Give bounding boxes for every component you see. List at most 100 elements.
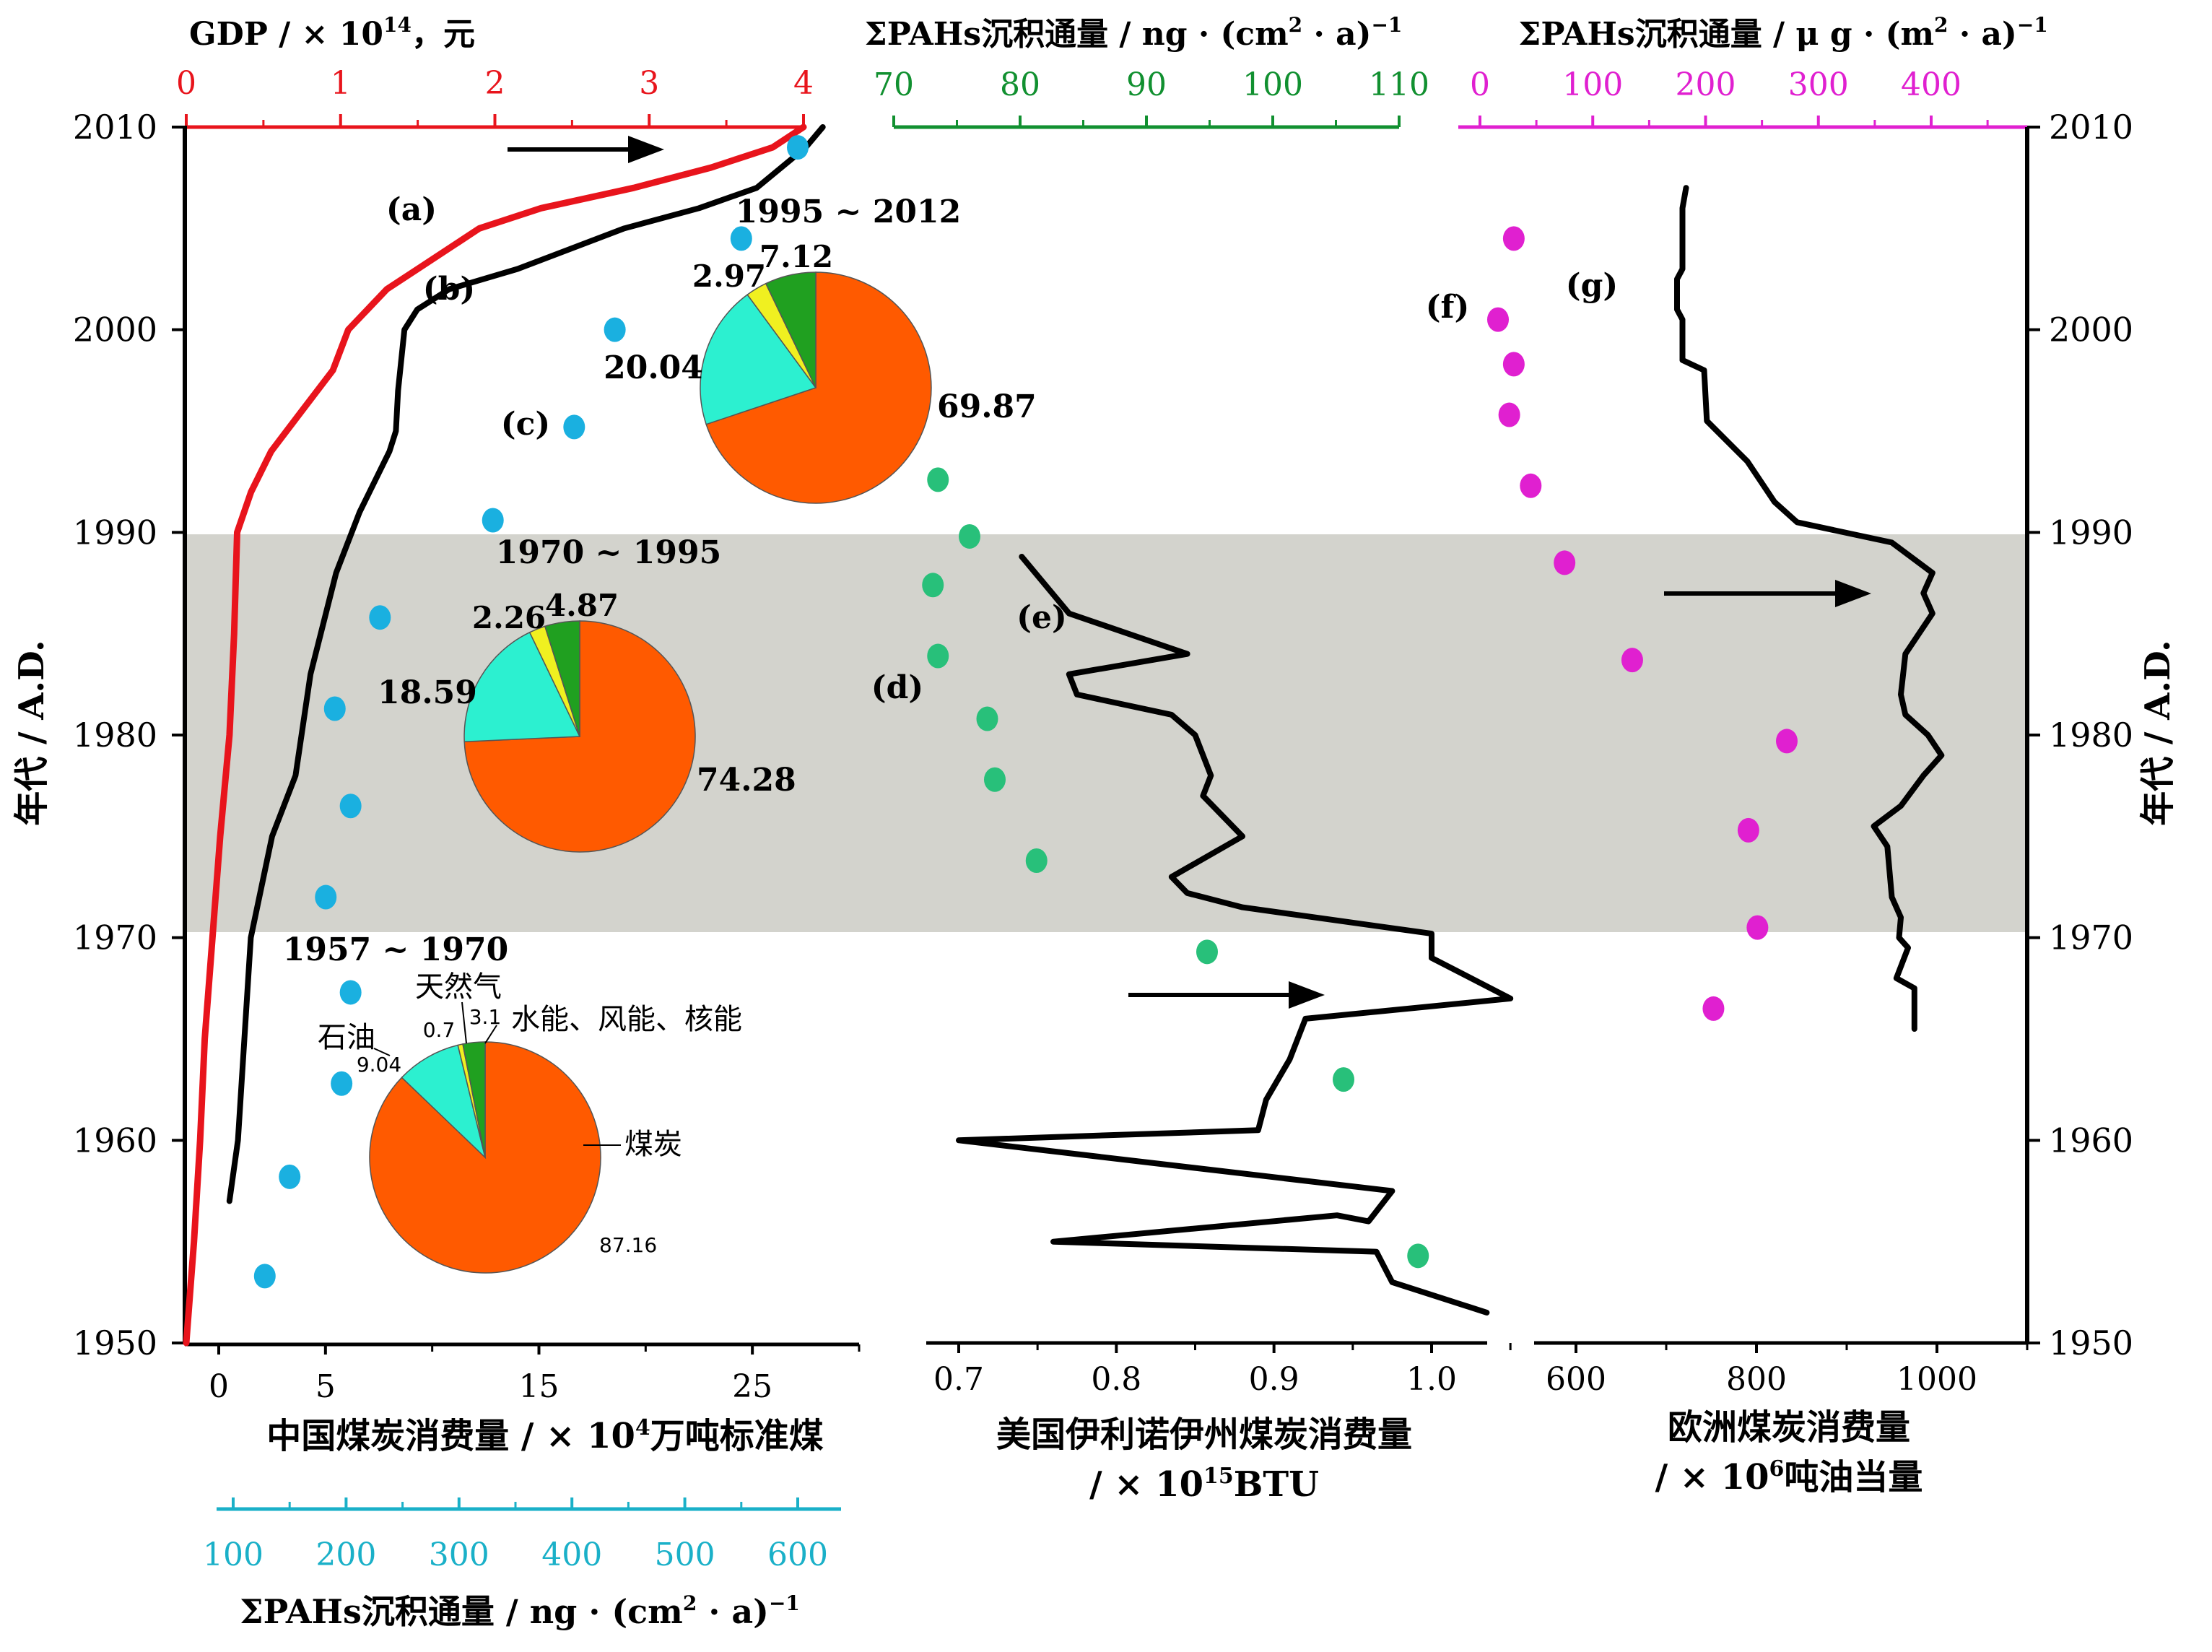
middle-top-ticks-label-2: 90 (1126, 66, 1167, 103)
pie-1970-1995 (463, 620, 696, 853)
china-pahs-point-5 (339, 794, 362, 819)
middle-title-main: ΣPAHs沉积通量 / ng · (cm (865, 16, 1289, 53)
left-year-ticks-label-6: 1950 (73, 1323, 157, 1362)
china-pahs-point-8 (482, 508, 504, 533)
label-c: (c) (501, 406, 550, 443)
pie-1-title: 1995 ~ 2012 (736, 194, 961, 230)
left-year-ticks-label-3: 1980 (73, 716, 157, 755)
pahs-teal-label-exp: −1 (769, 1591, 800, 1615)
pie-3-label-renew: 3.1 (469, 1005, 502, 1029)
eu-pahs-point-9 (1487, 307, 1509, 332)
us-pahs-point-4 (984, 767, 1006, 792)
right-year-ticks-label-3: 1980 (2049, 716, 2133, 755)
coal-axis-label-tail: 万吨标准煤 (650, 1416, 824, 1456)
eu-pahs-point-6 (1520, 473, 1542, 498)
middle-title-tail: · a) (1302, 16, 1371, 53)
arrow-top-left (508, 136, 664, 163)
left-y-axis-label: 年代 / A.D. (12, 640, 52, 826)
pahs-teal-ticks-label-0: 100 (203, 1536, 264, 1573)
pie-3-name-renew: 水能、风能、核能 (511, 1003, 742, 1036)
europe-coal-line (1674, 185, 1945, 1032)
china-pahs-point-11 (730, 226, 752, 251)
china-pahs-point-0 (253, 1264, 276, 1289)
arrow-right (1664, 580, 1871, 607)
middle-bottom-ticks-label-1: 0.8 (1091, 1361, 1141, 1398)
pie-1-label-oil: 20.04 (604, 349, 703, 386)
middle-top-ticks-label-3: 100 (1242, 66, 1303, 103)
right-title-sup: 2 (1934, 13, 1948, 37)
series-a (183, 123, 807, 1347)
pie-3-label-oil: 9.04 (357, 1053, 401, 1077)
eu-pahs-point-1 (1746, 915, 1769, 940)
eu-pahs-point-7 (1498, 402, 1520, 427)
us-pahs-point-3 (1025, 848, 1048, 874)
right-title-exp: −1 (2017, 13, 2048, 37)
china-pahs-point-3 (339, 980, 362, 1005)
series-b (226, 124, 826, 1204)
us-pahs-point-2 (1196, 939, 1218, 965)
china-coal-line (226, 124, 826, 1204)
coal-ticks-label-1: 5 (315, 1368, 336, 1405)
eu-pahs-point-0 (1702, 996, 1725, 1021)
gdp-ticks-label-1: 1 (331, 65, 351, 102)
right-top-ticks-label-3: 300 (1788, 66, 1849, 103)
china-pahs-point-4 (315, 884, 337, 910)
pie-2-label-renew: 4.87 (545, 588, 619, 623)
pie-2-label-coal: 74.28 (697, 762, 796, 799)
pahs-teal-label-tail: · a) (697, 1592, 769, 1631)
coal-axis-label-main: 中国煤炭消费量 / × 10 (266, 1416, 635, 1456)
series-d (922, 467, 1429, 1269)
pie-3-name-oil: 石油 (318, 1021, 375, 1054)
gdp-title-main: GDP / × 10 (189, 16, 383, 53)
right-title: ΣPAHs沉积通量 / μ g · (m2 · a)−1 (1518, 13, 2048, 53)
middle-x-label-2: / × 1015BTU (1089, 1464, 1319, 1505)
middle-title: ΣPAHs沉积通量 / ng · (cm2 · a)−1 (865, 13, 1403, 53)
china-pahs-point-12 (787, 135, 809, 160)
china-pahs-point-2 (331, 1071, 353, 1096)
middle-x-label-2-main: / × 10 (1089, 1464, 1203, 1505)
series-f (1487, 226, 1798, 1021)
gdp-title-tail: ，元 (412, 16, 475, 53)
right-year-ticks-label-0: 2010 (2049, 108, 2133, 147)
gdp-ticks-label-4: 4 (793, 65, 814, 102)
pahs-teal-label-sup: 2 (683, 1591, 697, 1615)
middle-x-label-1: 美国伊利诺伊州煤炭消费量 (996, 1414, 1412, 1455)
china-pahs-point-7 (369, 605, 391, 630)
eu-pahs-point-3 (1776, 729, 1798, 754)
pie-3-name-gas: 天然气 (415, 970, 502, 1004)
left-year-ticks-label-2: 1990 (73, 513, 157, 552)
gdp-title-sup: 14 (383, 13, 412, 37)
us-pahs-point-1 (1333, 1067, 1354, 1092)
right-year-ticks-label-2: 1990 (2049, 513, 2133, 552)
middle-bottom-ticks-label-2: 0.9 (1249, 1361, 1299, 1398)
right-x-label-2-tail: 吨油当量 (1784, 1457, 1923, 1497)
label-g: (g) (1566, 267, 1618, 304)
series-g (1674, 185, 1945, 1032)
left-year-ticks-label-5: 1960 (73, 1121, 157, 1160)
label-e: (e) (1016, 599, 1067, 636)
right-x-label-1: 欧洲煤炭消费量 (1668, 1407, 1910, 1448)
middle-title-exp: −1 (1371, 13, 1402, 37)
eu-pahs-point-10 (1502, 226, 1525, 251)
pie-1-label-renew: 7.12 (759, 239, 833, 274)
pie-2-title: 1970 ~ 1995 (496, 534, 721, 571)
right-year-ticks-label-6: 1950 (2049, 1323, 2133, 1362)
right-x-label-2-sup: 6 (1769, 1456, 1785, 1482)
coal-axis-label: 中国煤炭消费量 / × 104万吨标准煤 (266, 1415, 824, 1456)
eu-pahs-point-8 (1502, 352, 1525, 377)
right-top-ticks-label-0: 0 (1470, 66, 1490, 103)
pie-1-coal-slice (705, 271, 932, 504)
label-d: (d) (871, 669, 923, 706)
illinois-coal-line (956, 554, 1514, 1316)
right-top-ticks-label-2: 200 (1676, 66, 1736, 103)
coal-ticks-label-2: 15 (519, 1368, 559, 1405)
gdp-ticks-label-3: 3 (639, 65, 659, 102)
